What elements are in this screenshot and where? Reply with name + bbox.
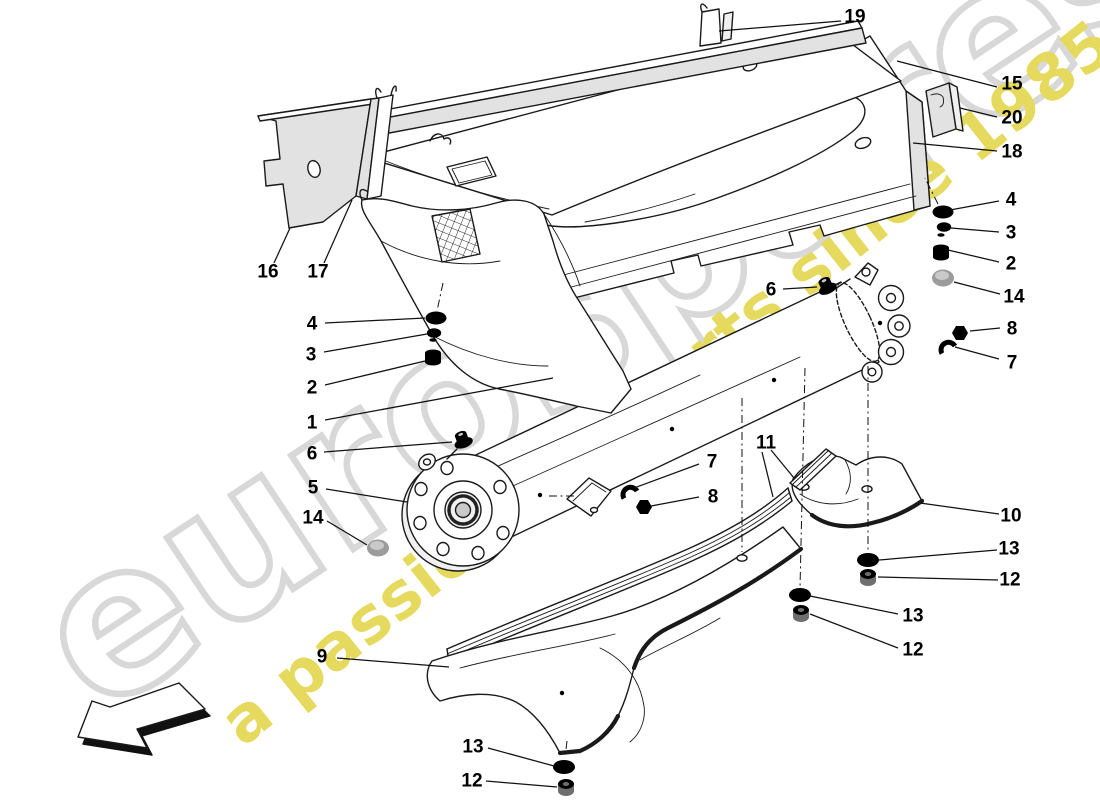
leader-line	[809, 595, 899, 615]
leader-line	[487, 747, 555, 767]
construction-line	[436, 282, 444, 312]
flange-5	[401, 448, 520, 572]
part-number-label-9[interactable]: 9	[317, 647, 328, 668]
heat-shield-9	[426, 526, 804, 756]
construction-line	[564, 740, 568, 759]
part-number-label-13[interactable]: 13	[462, 737, 483, 758]
leader-line	[959, 107, 998, 118]
leader-line	[809, 613, 899, 649]
leader-line	[919, 502, 1000, 515]
part-number-label-8[interactable]: 8	[1007, 319, 1018, 340]
leader-line	[877, 576, 999, 581]
part-number-label-15[interactable]: 15	[1001, 74, 1023, 95]
part-number-label-2[interactable]: 2	[1006, 254, 1017, 275]
part-number-label-14[interactable]: 14	[302, 508, 324, 529]
washer-13-mid	[789, 588, 811, 606]
leader-line	[950, 227, 1000, 233]
construction-line	[799, 367, 806, 589]
gasket-strip-long	[446, 487, 793, 663]
part-number-label-7[interactable]: 7	[1007, 353, 1018, 374]
construction-line	[924, 177, 939, 205]
part-number-label-16[interactable]: 16	[257, 262, 278, 283]
connector-pipe	[443, 262, 911, 552]
part-number-label-17[interactable]: 17	[307, 262, 328, 283]
washer-13-bottom	[553, 760, 575, 778]
part-number-label-12[interactable]: 12	[461, 771, 482, 792]
leader-line	[953, 281, 1001, 295]
part-number-label-8[interactable]: 8	[708, 487, 719, 508]
leader-line	[650, 496, 700, 507]
leader-line	[326, 520, 368, 546]
part-number-label-3[interactable]: 3	[1006, 223, 1017, 244]
part-number-label-3[interactable]: 3	[306, 345, 317, 366]
leader-line	[324, 360, 426, 386]
leader-line	[896, 60, 998, 88]
gasket-strip-short	[789, 448, 837, 491]
spring-washer-3-right	[936, 222, 952, 232]
leader-line	[782, 286, 818, 290]
leader-line	[325, 488, 408, 503]
panel-16-side-panel	[257, 98, 374, 229]
nut-12-bottom	[558, 779, 574, 796]
leader-line	[718, 20, 842, 32]
part-number-label-1[interactable]: 1	[307, 413, 318, 434]
part-number-label-6[interactable]: 6	[307, 444, 318, 465]
cover-1-pipe-insulation	[359, 188, 632, 414]
heat-shield-10	[791, 455, 925, 529]
leader-line	[273, 227, 291, 264]
block-20-spacer	[925, 82, 964, 138]
leader-line	[761, 451, 774, 498]
part-number-label-20[interactable]: 20	[1001, 108, 1022, 129]
part-number-label-2[interactable]: 2	[307, 378, 318, 399]
mounting-plate	[566, 477, 612, 517]
leader-line	[323, 441, 453, 453]
part-number-label-4[interactable]: 4	[1006, 190, 1017, 211]
direction-arrow	[77, 682, 211, 756]
bolt-2-right	[933, 233, 949, 261]
spring-washer-3-left	[426, 328, 442, 338]
part-number-label-14[interactable]: 14	[1003, 287, 1025, 308]
part-number-label-12[interactable]: 12	[999, 570, 1020, 591]
leader-line	[323, 199, 353, 264]
part-number-label-10[interactable]: 10	[1000, 506, 1021, 527]
leader-line	[324, 317, 426, 324]
part-number-label-19[interactable]: 19	[844, 7, 865, 28]
part-number-label-13[interactable]: 13	[902, 606, 923, 627]
part-number-label-6[interactable]: 6	[766, 280, 777, 301]
leader-line	[336, 657, 450, 668]
part-number-label-12[interactable]: 12	[902, 640, 923, 661]
part-number-label-13[interactable]: 13	[998, 539, 1019, 560]
nut-8-left	[636, 500, 652, 514]
nut-12-right	[860, 569, 876, 586]
part-number-label-4[interactable]: 4	[307, 314, 318, 335]
plug-14-left	[367, 539, 389, 557]
washer-13-right	[857, 553, 879, 571]
leader-line	[947, 249, 1000, 263]
leader-line	[770, 449, 795, 479]
nut-8-right	[952, 326, 968, 340]
leader-line	[633, 463, 700, 489]
leader-line	[912, 142, 998, 152]
leader-line	[949, 200, 1000, 211]
leader-line	[323, 333, 428, 353]
part-number-label-11[interactable]: 11	[756, 433, 777, 454]
part-number-label-5[interactable]: 5	[308, 478, 319, 499]
plug-14-right	[932, 269, 954, 287]
leader-line	[485, 780, 558, 788]
leader-lines-layer	[273, 20, 1001, 788]
nut-12-mid	[793, 605, 809, 622]
artwork-layer	[77, 3, 968, 796]
leader-line	[324, 377, 554, 421]
part-number-label-7[interactable]: 7	[707, 452, 718, 473]
leader-line	[878, 549, 998, 561]
leader-line	[969, 327, 1001, 332]
part-number-label-18[interactable]: 18	[1001, 142, 1022, 163]
leader-line	[954, 346, 1000, 360]
